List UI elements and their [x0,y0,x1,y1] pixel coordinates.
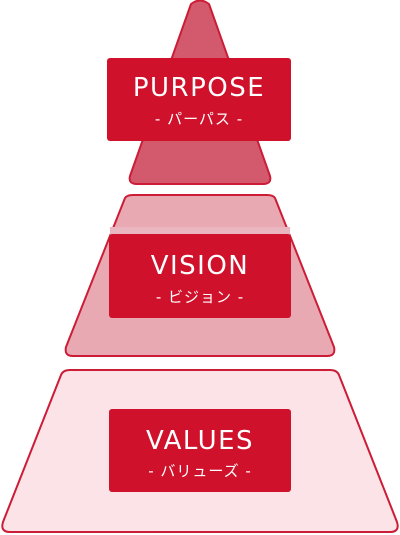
tier-vision: VISION - ビジョン - [64,194,336,357]
values-label-box [109,409,291,492]
vision-label-box [109,234,291,318]
values-subtitle: - バリューズ - [148,462,252,480]
purpose-subtitle: - パーパス - [155,110,243,128]
values-title: VALUES [146,426,254,456]
vision-subtitle: - ビジョン - [156,288,244,306]
purpose-title: PURPOSE [133,73,265,103]
purpose-label-box [107,58,291,141]
vision-title: VISION [151,251,250,281]
tier-purpose: PURPOSE - パーパス - [107,0,291,185]
tier-values: VALUES - バリューズ - [1,369,399,533]
